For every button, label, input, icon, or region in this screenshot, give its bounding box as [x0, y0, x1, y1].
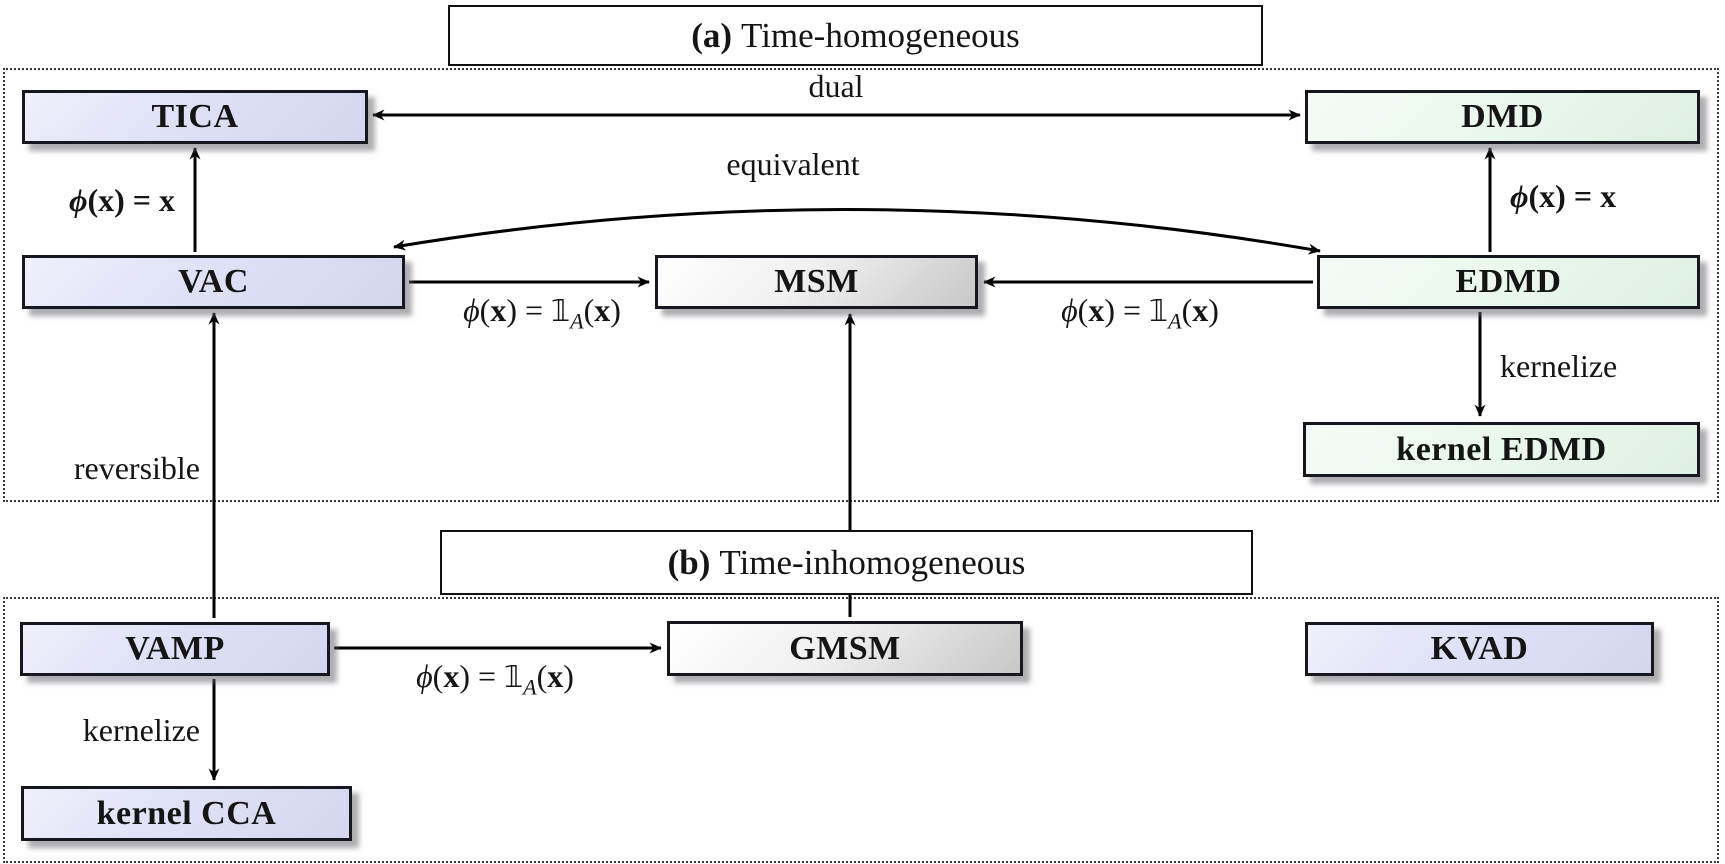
- edge-label-kernelize-vamp: kernelize: [82, 712, 200, 748]
- panel-b-title-text: Time-inhomogeneous: [719, 542, 1026, 582]
- phi-symbol: ϕ: [1061, 292, 1078, 328]
- node-kernel-cca: kernel CCA: [21, 786, 352, 841]
- panel-a-letter: (a): [691, 15, 733, 55]
- edge-label-reversible: reversible: [73, 450, 200, 486]
- panel-b-dotted-border: [3, 597, 1719, 863]
- edge-label-equivalent: equivalent: [726, 146, 860, 182]
- node-gmsm: GMSM: [667, 621, 1023, 676]
- panel-b-letter: (b): [667, 542, 711, 582]
- panel-title-time-homogeneous: (a)Time-homogeneous: [448, 5, 1263, 66]
- edge-label-kernelize-edmd: kernelize: [1500, 348, 1618, 384]
- phi-symbol: ϕ: [416, 658, 433, 694]
- phi-symbol: ϕ: [1510, 178, 1529, 214]
- panel-title-time-inhomogeneous: (b)Time-inhomogeneous: [440, 530, 1253, 595]
- phi-symbol: ϕ: [463, 292, 480, 328]
- panel-a-dotted-border: [3, 68, 1719, 502]
- phi-symbol: ϕ: [68, 182, 88, 218]
- indicator-one-symbol: 𝟙: [504, 660, 524, 695]
- node-kernel-edmd: kernel EDMD: [1303, 422, 1700, 477]
- edge-label-dual: dual: [808, 68, 864, 104]
- edge-label-phi-identity-right: ϕ(x) = x: [1510, 178, 1617, 214]
- node-msm: MSM: [655, 255, 978, 309]
- edge-label-phi-indicator-vamp-gmsm: ϕ(x) = 𝟙A(x): [416, 658, 574, 700]
- edge-label-phi-indicator-edmd-msm: ϕ(x) = 𝟙A(x): [1061, 292, 1219, 334]
- node-vamp: VAMP: [20, 622, 330, 676]
- panel-a-title-text: Time-homogeneous: [741, 15, 1020, 55]
- edge-label-phi-indicator-vac-msm: ϕ(x) = 𝟙A(x): [463, 292, 621, 334]
- edge-label-phi-identity-left: ϕ(x) = x: [68, 182, 175, 218]
- indicator-one-symbol: 𝟙: [551, 294, 571, 329]
- indicator-one-symbol: 𝟙: [1149, 294, 1169, 329]
- arrow-equivalent-vac-edmd: [393, 207, 1321, 255]
- node-edmd: EDMD: [1317, 255, 1700, 309]
- node-tica: TICA: [22, 90, 368, 144]
- node-dmd: DMD: [1305, 90, 1700, 144]
- node-kvad: KVAD: [1305, 622, 1654, 676]
- node-vac: VAC: [22, 255, 405, 309]
